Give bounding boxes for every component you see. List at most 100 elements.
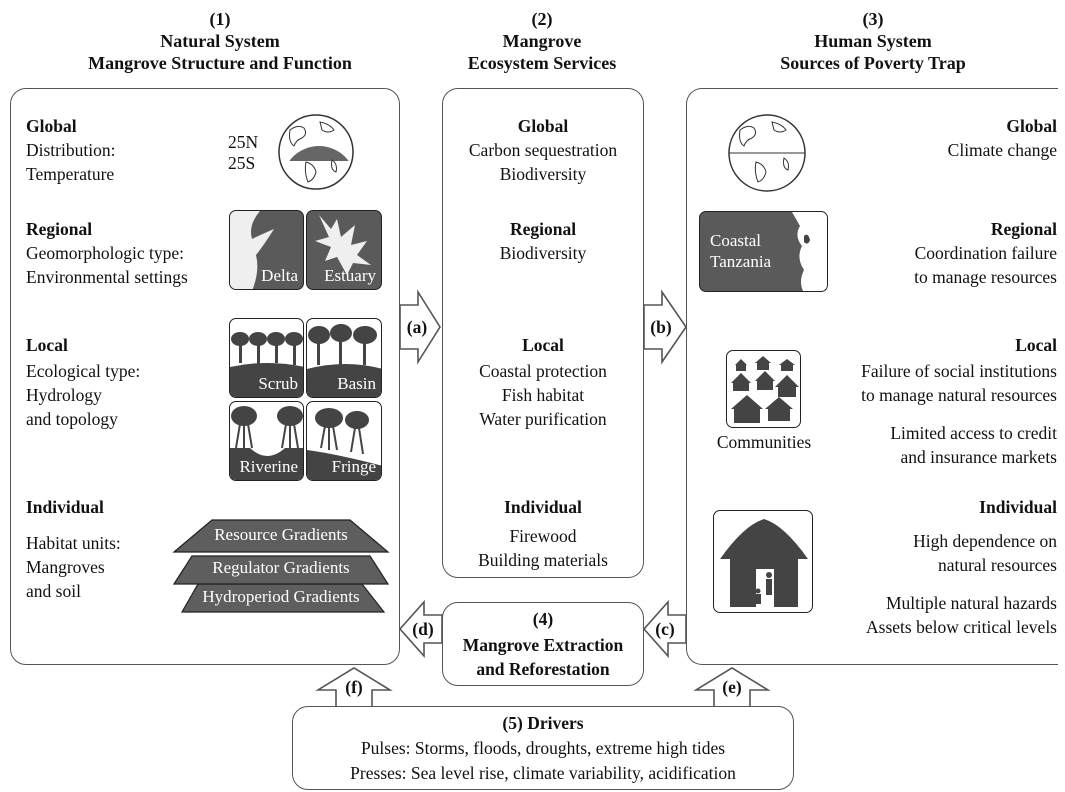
natural-regional-line2: Environmental settings (26, 267, 188, 287)
estuary-channel-icon (315, 215, 371, 275)
natural-global-title: Global (26, 116, 77, 136)
riverine-forest-icon (230, 406, 303, 480)
arrow-a-label: (a) (406, 317, 428, 337)
tanzania-label: Tanzania (710, 252, 772, 271)
coastal-label: Coastal (710, 231, 761, 250)
coastal-tanzania-label: Coastal Tanzania (710, 230, 771, 272)
header-ecosystem-services: (2) Mangrove Ecosystem Services (440, 8, 644, 74)
header-human-num: (3) (862, 9, 884, 29)
arrow-b-label: (b) (650, 317, 672, 337)
services-individual-line2: Building materials (478, 550, 608, 570)
arrow-c-label: (c) (655, 619, 675, 639)
services-local-line3: Water purification (479, 409, 607, 429)
header-natural-line2: Mangrove Structure and Function (88, 53, 352, 73)
header-human-line2: Sources of Poverty Trap (780, 53, 966, 73)
arrow-c-shape (642, 599, 687, 659)
human-regional-title: Regional (990, 219, 1057, 239)
latitude-south-label: 25S (228, 153, 256, 173)
fringe-tile: Fringe (306, 401, 382, 481)
latitude-north-label: 25N (228, 132, 259, 152)
natural-individual-line1: Habitat units: (26, 533, 121, 553)
services-local-line1: Coastal protection (479, 361, 607, 381)
header-natural-line1: Natural System (160, 31, 280, 51)
arrow-f-label: (f) (345, 677, 363, 697)
header-natural-system: (1) Natural System Mangrove Structure an… (40, 8, 400, 74)
arrow-e-label: (e) (722, 677, 742, 697)
human-individual-line2: natural resources (937, 555, 1057, 575)
communities-tile (726, 350, 801, 428)
basin-forest-icon (307, 324, 381, 397)
household-hut-icon (720, 519, 808, 607)
human-local-line1: Failure of social institutions (861, 361, 1057, 381)
human-local-line3: Limited access to credit (890, 423, 1057, 443)
drivers-panel (292, 706, 794, 790)
human-regional-line2: to manage resources (914, 267, 1057, 287)
globe-icon (728, 114, 806, 192)
basin-label: Basin (337, 374, 376, 393)
human-local-title: Local (1015, 335, 1057, 355)
scrub-forest-icon (230, 332, 303, 397)
services-local-title: Local (522, 335, 564, 355)
household-tile (713, 510, 813, 613)
services-regional-title: Regional (509, 219, 577, 239)
services-global-line2: Biodiversity (499, 164, 587, 184)
scrub-label: Scrub (258, 374, 298, 393)
gradient-stack-shapes (172, 519, 390, 613)
natural-individual-line3: and soil (26, 581, 81, 601)
delta-label: Delta (261, 266, 298, 285)
human-regional-line1: Coordination failure (914, 243, 1057, 263)
header-services-line1: Mangrove (502, 31, 582, 51)
natural-local-line2: Hydrology (26, 385, 102, 405)
services-individual-line1: Firewood (509, 526, 577, 546)
services-individual-title: Individual (504, 497, 582, 517)
arrow-d-shape (398, 599, 443, 659)
services-local-line2: Fish habitat (501, 385, 585, 405)
regulator-gradients-label: Regulator Gradients (212, 558, 350, 577)
extraction-line2: and Reforestation (476, 659, 610, 679)
fringe-label: Fringe (331, 457, 376, 476)
natural-local-line1: Ecological type: (26, 361, 141, 381)
natural-global-line2: Temperature (26, 164, 115, 184)
services-global-line1: Carbon sequestration (468, 140, 618, 160)
services-regional-line1: Biodiversity (499, 243, 587, 263)
delta-tile: Delta (229, 210, 304, 290)
globe-tropics-icon (278, 114, 354, 190)
arrow-a-shape (399, 289, 441, 365)
natural-regional-line1: Geomorphologic type: (26, 243, 184, 263)
human-global-title: Global (1006, 116, 1057, 136)
human-global-line1: Climate change (947, 140, 1057, 160)
services-global-title: Global (517, 116, 569, 136)
drivers-pulses: Pulses: Storms, floods, droughts, extrem… (360, 738, 726, 758)
natural-regional-title: Regional (26, 219, 93, 239)
arrow-b-shape (643, 289, 687, 365)
drivers-presses: Presses: Sea level rise, climate variabi… (350, 763, 736, 783)
delta-tree-icon (230, 211, 274, 289)
resource-gradients-label: Resource Gradients (214, 525, 348, 544)
drivers-title: (5) Drivers (502, 713, 584, 733)
coastal-tanzania-tile: Coastal Tanzania (699, 211, 828, 292)
natural-individual-line2: Mangroves (26, 557, 105, 577)
tanzania-coast-icon (792, 212, 827, 291)
header-services-line2: Ecosystem Services (467, 53, 617, 73)
human-individual-line4: Assets below critical levels (866, 617, 1057, 637)
extraction-reforestation-panel (442, 602, 644, 686)
natural-individual-title: Individual (26, 497, 104, 517)
hydroperiod-gradients-label: Hydroperiod Gradients (202, 587, 360, 606)
header-human-line1: Human System (814, 31, 932, 51)
ecosystem-services-panel (442, 88, 644, 578)
header-human-system: (3) Human System Sources of Poverty Trap (700, 8, 1046, 74)
extraction-line1: Mangrove Extraction (462, 635, 624, 655)
header-services-num: (2) (531, 9, 553, 29)
natural-local-title: Local (26, 335, 68, 355)
natural-global-line1: Distribution: (26, 140, 116, 160)
human-local-line4: and insurance markets (900, 447, 1057, 467)
communities-label: Communities (716, 432, 812, 452)
arrow-d-label: (d) (412, 619, 434, 639)
fringe-forest-icon (307, 408, 381, 480)
header-natural-num: (1) (209, 9, 231, 29)
natural-local-line3: and topology (26, 409, 118, 429)
village-huts-icon (731, 356, 799, 423)
human-individual-line3: Multiple natural hazards (885, 593, 1057, 613)
riverine-tile: Riverine (229, 401, 304, 481)
